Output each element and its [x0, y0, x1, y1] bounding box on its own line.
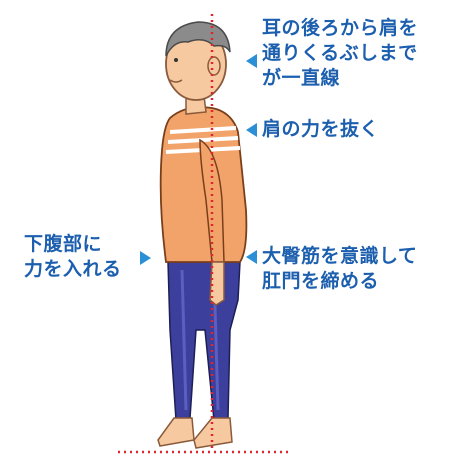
arrow-left-icon [246, 123, 257, 137]
annotation-lower-abdomen: 下腹部に 力を入れる [24, 232, 122, 282]
annotation-line: が一直線 [262, 66, 418, 91]
annotation-line: 肩の力を抜く [262, 117, 379, 142]
annotation-ear-shoulder: 耳の後ろから肩を 通りくるぶしまで が一直線 [262, 16, 418, 91]
arrow-left-icon [246, 54, 257, 68]
annotation-line: 力を入れる [24, 257, 122, 282]
pants [168, 262, 240, 420]
annotation-line: 大臀筋を意識して [262, 244, 417, 269]
annotation-shoulder-relax: 肩の力を抜く [262, 117, 379, 142]
annotation-glutes: 大臀筋を意識して 肛門を締める [262, 244, 417, 294]
annotation-line: 下腹部に [24, 232, 122, 257]
feet [158, 418, 232, 448]
arrow-right-icon [140, 251, 151, 265]
annotation-line: 耳の後ろから肩を [262, 16, 418, 41]
arrow-left-icon [246, 250, 257, 264]
annotation-line: 肛門を締める [262, 269, 417, 294]
annotation-line: 通りくるぶしまで [262, 41, 418, 66]
head [166, 22, 230, 100]
